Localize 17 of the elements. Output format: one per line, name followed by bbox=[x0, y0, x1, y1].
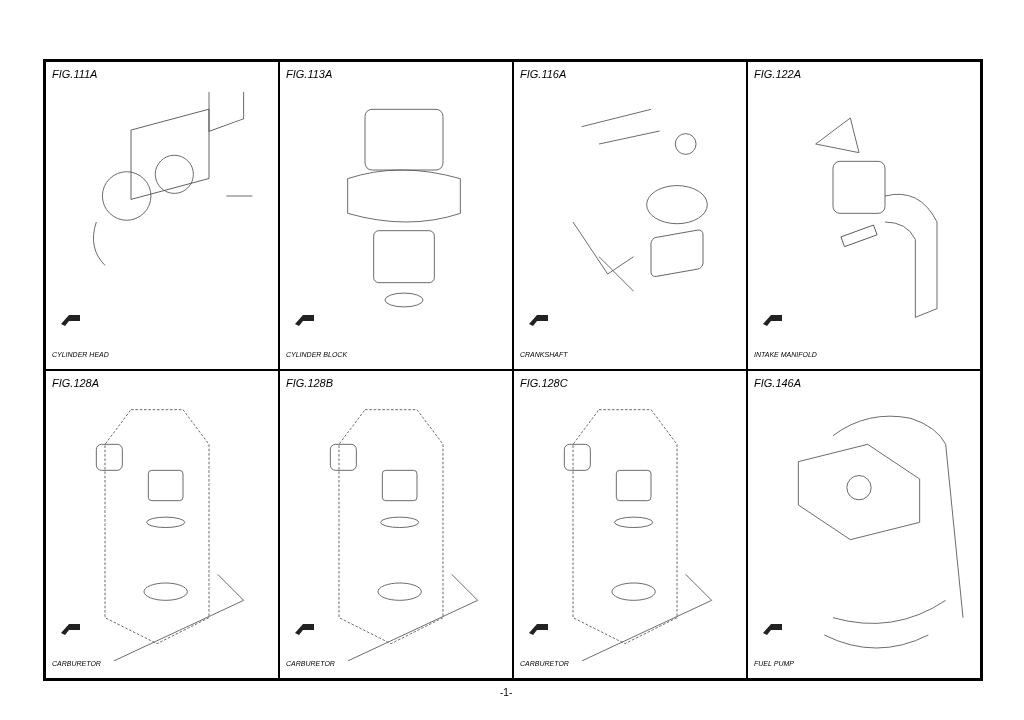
figure-number: FIG.116A bbox=[520, 67, 567, 82]
figure-number: FIG.122A bbox=[754, 67, 802, 82]
figure-number: FIG.111A bbox=[52, 67, 98, 82]
figure-panel bbox=[513, 61, 747, 370]
figure-panel bbox=[45, 61, 279, 370]
figure-number: FIG.128C bbox=[520, 376, 568, 391]
figure-number: FIG.128A bbox=[52, 376, 100, 391]
figure-panel bbox=[747, 370, 981, 679]
figure-panel bbox=[279, 61, 513, 370]
page-number: -1- bbox=[500, 686, 513, 700]
figure-number: FIG.146A bbox=[754, 376, 802, 391]
figure-number: FIG.113A bbox=[286, 67, 333, 82]
figure-panel bbox=[45, 370, 279, 679]
figure-panel bbox=[279, 370, 513, 679]
figure-panel bbox=[747, 61, 981, 370]
figure-number: FIG.128B bbox=[286, 376, 334, 391]
figure-panel bbox=[513, 370, 747, 679]
